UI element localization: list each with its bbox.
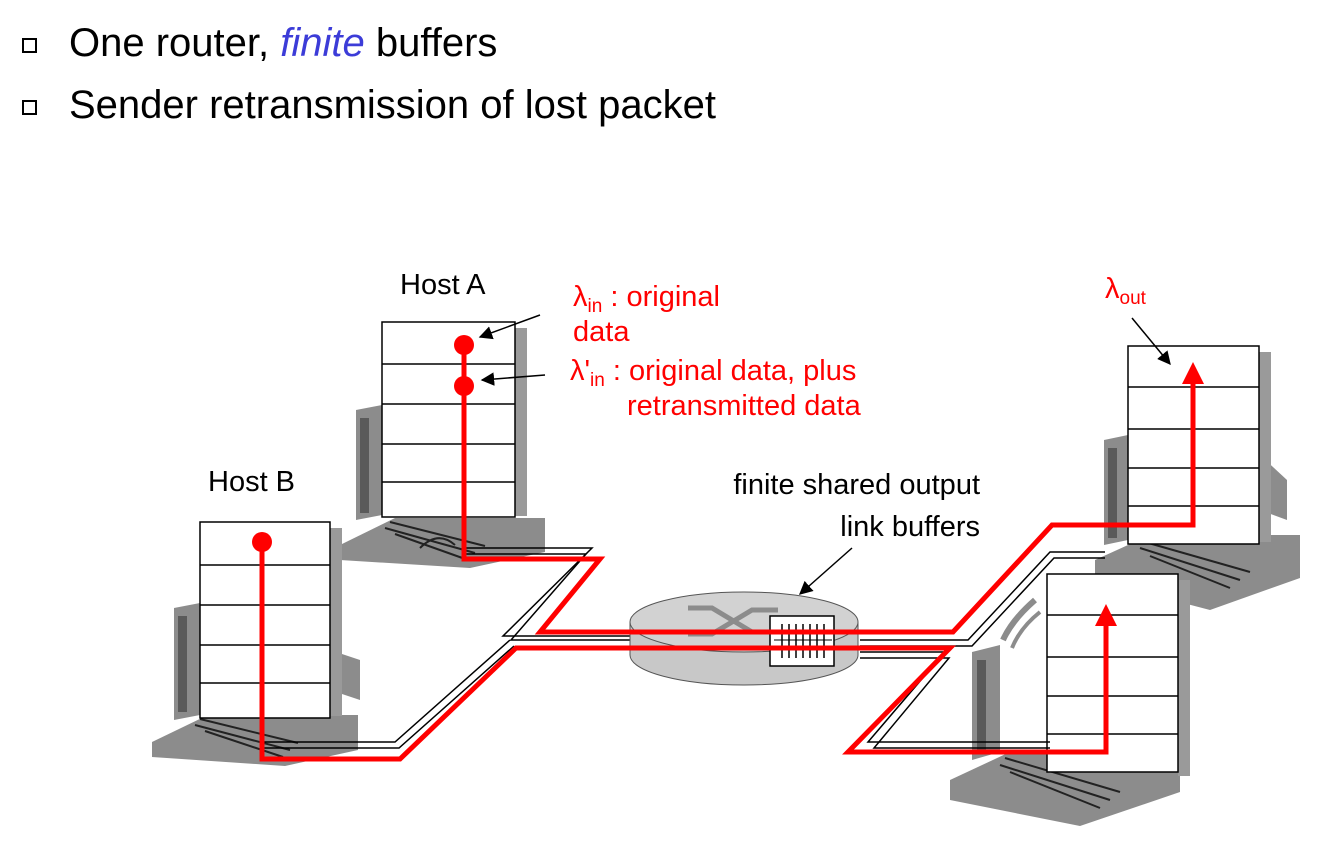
bullet-item: One router, finite buffers [22,12,716,74]
bullet-item: Sender retransmission of lost packet [22,74,716,136]
host-b-label: Host B [208,466,295,498]
host-a-computer-icon [340,321,545,568]
host-b-source-dot [252,532,272,552]
host-a-flow-path [461,344,1196,635]
output-link-buffer [769,615,835,667]
lambda-in-label: λin : original [573,281,720,317]
destination-host-bottom-computer-icon [950,573,1190,826]
host-b-flow-path [259,542,1109,762]
lambda-prime-in-label: λ'in : original data, plus [570,355,856,391]
destination-host-top-computer-icon [1095,345,1300,610]
checkbox-bullet-icon [22,99,37,115]
host-b-computer-icon [152,521,360,766]
buffers-label-line2: link buffers [840,511,980,543]
bullet-list: One router, finite buffers Sender retran… [22,12,716,136]
lambda-prime-in-dot [454,376,474,396]
host-a-label: Host A [400,269,486,301]
checkbox-bullet-icon [22,37,37,53]
flow-arrowhead-bottom [1095,604,1117,626]
bullet-text: Sender retransmission of lost packet [69,83,716,127]
annotation-arrows [478,314,1171,595]
buffers-label-line1: finite shared output [733,469,980,501]
emphasis-text: finite [280,21,365,65]
lambda-in-label-line2: data [573,316,630,348]
flow-arrowhead-top [1182,362,1204,384]
bullet-text: One router, finite buffers [69,21,498,65]
lambda-prime-in-label-line2: retransmitted data [627,390,862,422]
traffic-flow-paths [259,344,1196,762]
lambda-out-label: λout [1105,273,1147,309]
lambda-in-dot [454,335,474,355]
